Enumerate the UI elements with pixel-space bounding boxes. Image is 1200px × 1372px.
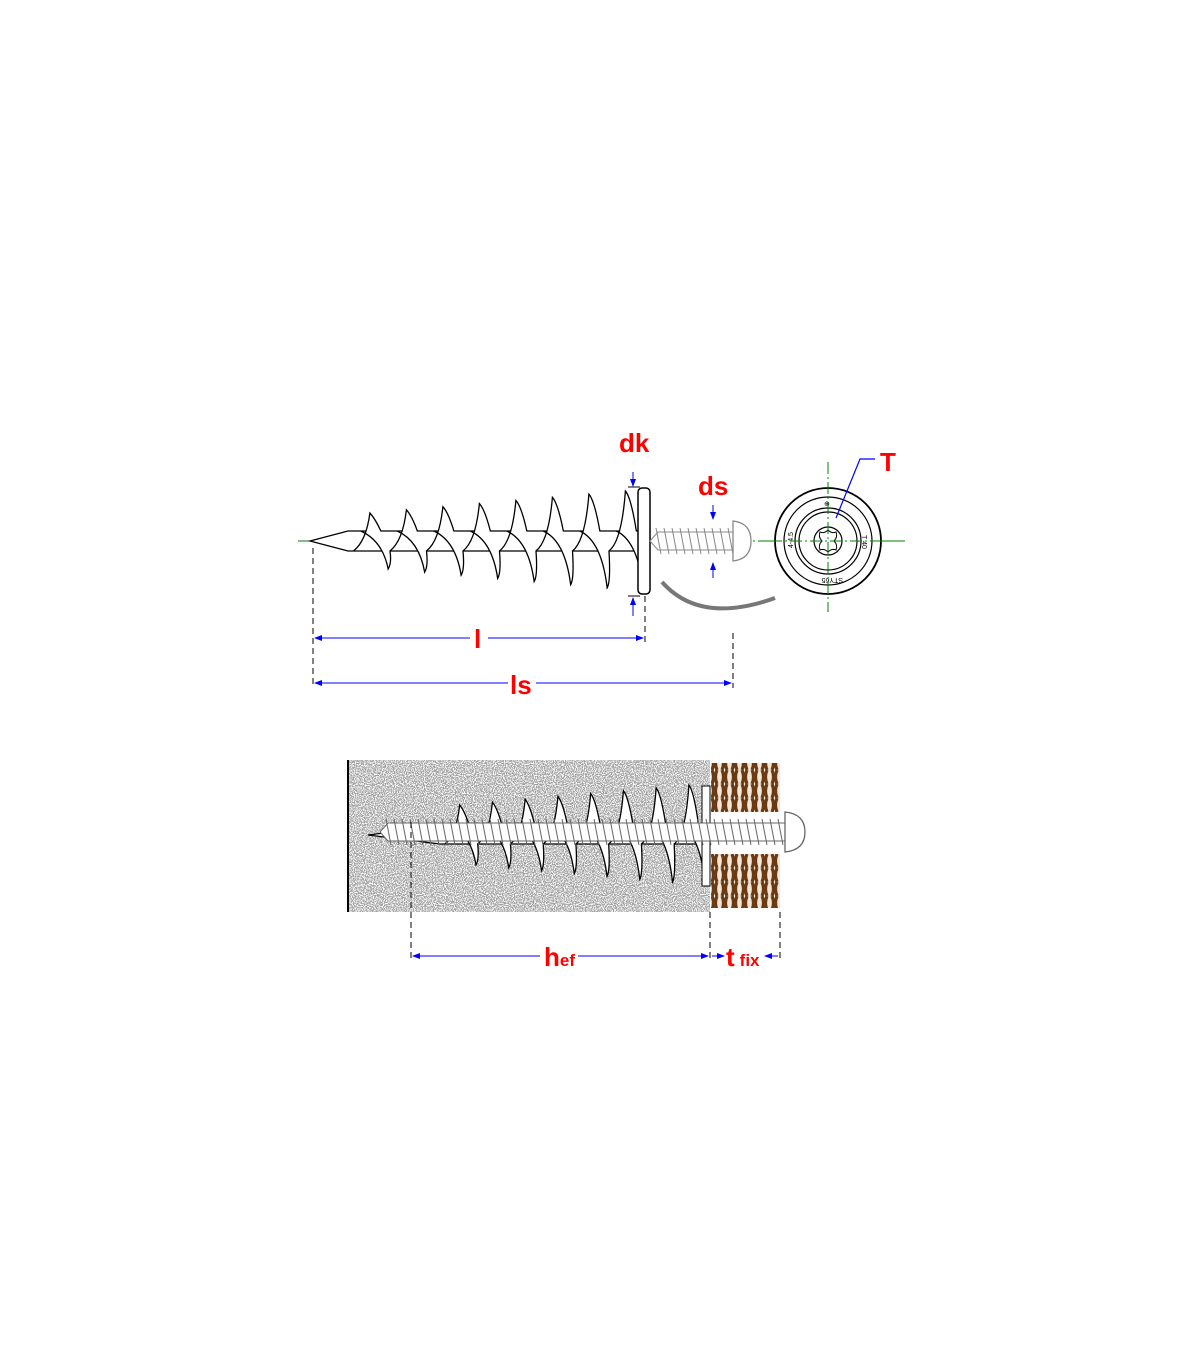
screw-thread xyxy=(385,818,392,846)
marking-drive: T 40 xyxy=(860,535,867,549)
label-hef-sub: ef xyxy=(560,951,575,970)
screw-thread xyxy=(753,818,760,846)
screw-thread xyxy=(601,818,608,846)
screw-thread xyxy=(665,818,672,846)
marking-top: ⊕ xyxy=(824,501,830,508)
dimension-ls: ls xyxy=(314,670,732,700)
screw-thread xyxy=(457,818,464,846)
screw-thread xyxy=(695,527,702,555)
label-t: T xyxy=(880,447,896,477)
anchor-end-view: ⊕ 4-4.5 T 40 STY65 xyxy=(770,462,905,612)
screw-thread xyxy=(449,818,456,846)
dimension-hef: hef xyxy=(412,942,709,972)
screw-thread xyxy=(529,818,536,846)
label-ds: ds xyxy=(698,471,728,501)
screw-thread xyxy=(625,818,632,846)
screw-thread xyxy=(393,818,400,846)
screw-thread xyxy=(769,818,776,846)
svg-text:hef: hef xyxy=(544,942,575,972)
screw-head xyxy=(784,811,806,853)
screw-thread xyxy=(641,818,648,846)
screw-thread xyxy=(761,818,768,846)
dimension-l: l xyxy=(314,624,644,654)
screw-thread xyxy=(697,818,704,846)
screw-thread xyxy=(425,818,432,846)
screw-thread xyxy=(545,818,552,846)
anchor-thread xyxy=(499,498,538,584)
screw-thread xyxy=(671,527,678,555)
screw-thread xyxy=(553,818,560,846)
label-tfix: t xyxy=(726,942,735,972)
label-ls: ls xyxy=(510,670,532,700)
anchor-thread xyxy=(426,505,465,578)
label-l: l xyxy=(474,624,481,654)
screw-thread xyxy=(593,818,600,846)
screw-thread xyxy=(711,527,718,555)
screw-thread xyxy=(673,818,680,846)
screw-thread xyxy=(745,818,752,846)
extension-lines-top xyxy=(312,548,734,688)
anchor-thread xyxy=(572,492,611,590)
screw-thread xyxy=(663,527,670,555)
screw-thread xyxy=(649,818,656,846)
screw-thread xyxy=(655,527,662,555)
screw-head xyxy=(732,520,752,562)
screw-thread xyxy=(713,818,720,846)
screw-thread xyxy=(585,818,592,846)
rotation-arc xyxy=(660,580,776,611)
screw-thread xyxy=(729,818,736,846)
screw-side-view xyxy=(649,520,752,562)
screw-thread xyxy=(433,818,440,846)
screw-thread xyxy=(721,818,728,846)
screw-thread xyxy=(465,818,472,846)
anchor-thread xyxy=(389,508,428,574)
screw-thread xyxy=(679,527,686,555)
screw-thread xyxy=(617,818,624,846)
screw-thread xyxy=(705,818,712,846)
screw-thread xyxy=(577,818,584,846)
anchor-thread xyxy=(353,511,392,571)
label-tfix-sub: fix xyxy=(740,951,760,970)
marking-brand: STY65 xyxy=(821,576,843,583)
screw-thread xyxy=(561,818,568,846)
screw-thread xyxy=(657,818,664,846)
screw-thread xyxy=(737,818,744,846)
screw-thread xyxy=(609,818,616,846)
screw-thread xyxy=(719,527,726,555)
screw-thread xyxy=(401,818,408,846)
screw-thread xyxy=(687,527,694,555)
anchor-side-view xyxy=(307,489,647,593)
marking-size: 4-4.5 xyxy=(788,532,795,548)
screw-thread xyxy=(497,818,504,846)
screw-thread xyxy=(441,818,448,846)
screw-thread xyxy=(505,818,512,846)
screw-thread xyxy=(489,818,496,846)
screw-thread xyxy=(633,818,640,846)
anchor-thread xyxy=(535,495,574,587)
extension-lines-bottom xyxy=(410,822,781,960)
t-leader xyxy=(835,458,875,519)
screw-thread xyxy=(727,527,734,555)
screw-thread xyxy=(681,818,688,846)
label-hef: h xyxy=(544,942,560,972)
dimension-dk xyxy=(628,472,640,616)
label-dk: dk xyxy=(619,428,650,458)
anchor-thread xyxy=(462,502,501,581)
flange xyxy=(637,487,651,595)
screw-thread xyxy=(703,527,710,555)
screw-thread xyxy=(569,818,576,846)
screw-thread xyxy=(481,818,488,846)
screw-thread xyxy=(777,818,784,846)
screw-thread xyxy=(689,818,696,846)
screw-thread xyxy=(521,818,528,846)
screw-thread xyxy=(537,818,544,846)
screw-thread xyxy=(513,818,520,846)
screw-installed xyxy=(379,811,806,853)
screw-thread xyxy=(473,818,480,846)
screw-thread xyxy=(417,818,424,846)
